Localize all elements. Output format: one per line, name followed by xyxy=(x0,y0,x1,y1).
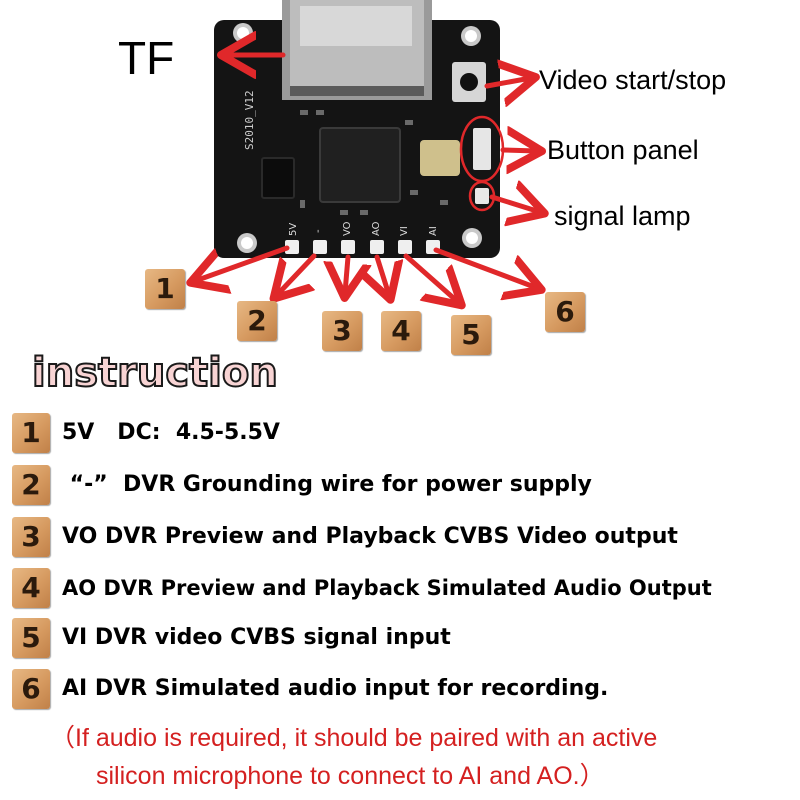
pin-badge-5: 5 xyxy=(451,315,491,355)
audio-note-line-1: （If audio is required, it should be pair… xyxy=(50,724,658,752)
callout-button-panel: Button panel xyxy=(547,135,699,165)
pad-label-ao: AO xyxy=(371,221,382,236)
pad-label-ai: AI xyxy=(428,226,439,236)
arrow-video xyxy=(484,78,531,86)
arrow-pad-5 xyxy=(403,253,458,302)
row-text-3: VO DVR Preview and Playback CVBS Video o… xyxy=(62,524,678,549)
pin-badge-3: 3 xyxy=(322,311,362,351)
pin-badge-2: 2 xyxy=(237,301,277,341)
row-badge-5: 5 xyxy=(12,618,50,658)
arrow-pad-1 xyxy=(195,245,290,281)
pad-labels: 5V - VO AO VI AI xyxy=(288,221,439,236)
arrow-pad-4 xyxy=(377,254,389,295)
row-text-1: 5V DC: 4.5-5.5V xyxy=(62,420,280,445)
arrow-button-panel xyxy=(500,150,537,151)
tf-card-slot xyxy=(282,0,432,100)
solder-pads xyxy=(285,240,440,254)
button-panel-connector xyxy=(473,128,491,170)
row-text-6: AI DVR Simulated audio input for recordi… xyxy=(62,676,609,701)
signal-lamp-led xyxy=(475,188,489,204)
pad-label-vi: VI xyxy=(399,226,410,236)
pin-badge-6: 6 xyxy=(545,292,585,332)
instruction-heading: instruction xyxy=(31,349,279,397)
pin-badge-4: 4 xyxy=(381,311,421,351)
pad-label-vo: VO xyxy=(342,221,353,236)
pin-badge-1: 1 xyxy=(145,269,185,309)
row-badge-2: 2 xyxy=(12,465,50,505)
arrow-pad-2 xyxy=(277,253,317,295)
arrow-pad-3 xyxy=(345,254,348,293)
callout-arrows xyxy=(195,55,540,302)
row-text-5: VI DVR video CVBS signal input xyxy=(62,625,451,650)
row-text-2: “-” DVR Grounding wire for power supply xyxy=(62,472,592,497)
row-badge-6: 6 xyxy=(12,669,50,709)
passive-components xyxy=(300,110,448,215)
silkscreen-model: S2010_V12 xyxy=(243,90,256,150)
callout-video-start-stop: Video start/stop xyxy=(539,65,727,95)
callout-signal-lamp: signal lamp xyxy=(554,201,691,231)
row-badge-1: 1 xyxy=(12,413,50,453)
pad-label-5v: 5V xyxy=(288,223,299,236)
tf-label: TF xyxy=(118,32,175,84)
video-button-component xyxy=(452,62,486,102)
regulator-chip xyxy=(261,157,295,199)
arrow-pad-6 xyxy=(433,247,537,288)
mounting-holes xyxy=(233,23,482,253)
crystal xyxy=(420,140,460,176)
row-badge-4: 4 xyxy=(12,568,50,608)
row-badge-3: 3 xyxy=(12,517,50,557)
arrow-signal-lamp xyxy=(489,197,540,212)
pad-label-gnd: - xyxy=(313,229,324,233)
main-chip xyxy=(319,127,401,203)
audio-note-line-2: silicon microphone to connect to AI and … xyxy=(96,762,605,790)
row-text-4: AO DVR Preview and Playback Simulated Au… xyxy=(62,576,712,600)
